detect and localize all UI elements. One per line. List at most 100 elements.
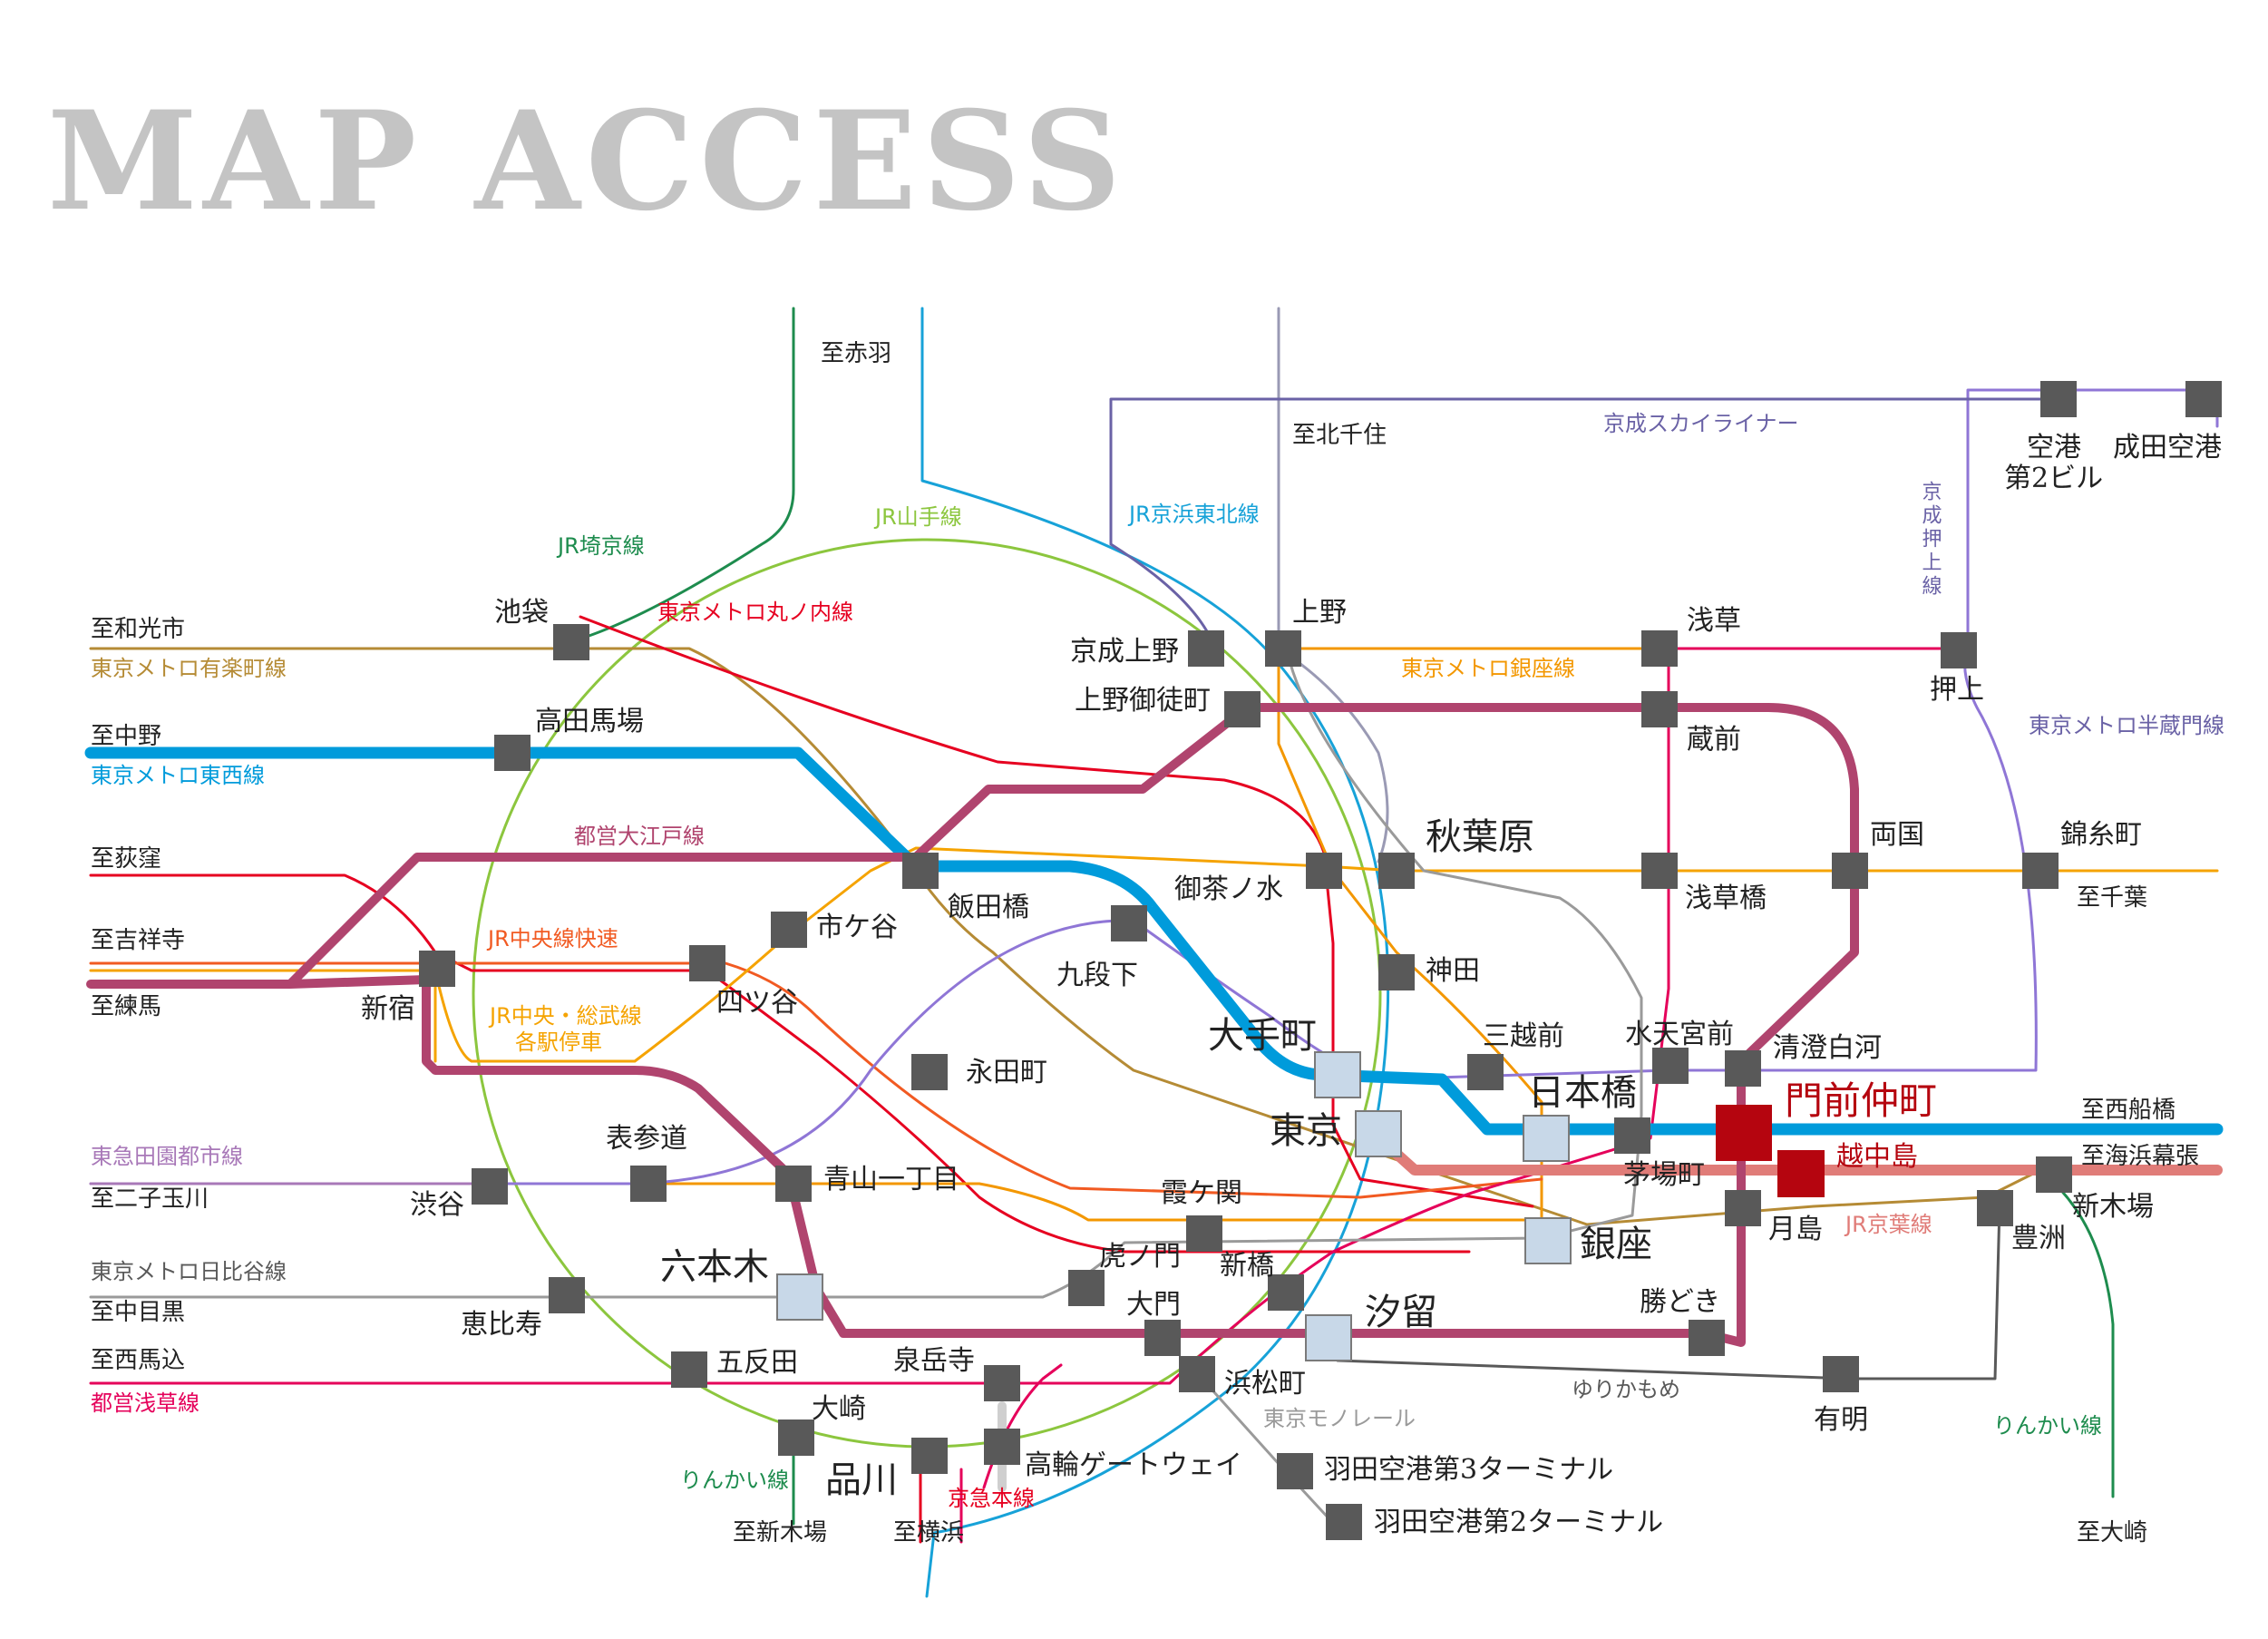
station-ryogoku[interactable]	[1832, 853, 1868, 889]
station-tokyo[interactable]	[1355, 1110, 1402, 1157]
station-hamamatsucho[interactable]	[1179, 1356, 1215, 1392]
dest-kitasenju: 至北千住	[1292, 422, 1387, 449]
station-aoyama[interactable]	[775, 1166, 812, 1202]
name-asakusabashi: 浅草橋	[1685, 883, 1767, 914]
station-etchujima[interactable]	[1777, 1150, 1825, 1197]
station-kinshicho[interactable]	[2022, 853, 2059, 889]
line-jr-chuo-sobu	[89, 846, 2219, 1063]
name-hamamatsucho: 浜松町	[1224, 1368, 1306, 1400]
station-mitsukoshimae[interactable]	[1467, 1054, 1504, 1090]
name-ueno: 上野	[1292, 597, 1347, 629]
station-haneda-t3[interactable]	[1277, 1453, 1313, 1489]
station-oshiage[interactable]	[1941, 632, 1977, 668]
station-haneda-t2[interactable]	[1326, 1504, 1362, 1540]
station-ueno[interactable]	[1265, 630, 1301, 667]
station-nihonbashi[interactable]	[1523, 1115, 1570, 1162]
dest-shinkiba: 至新木場	[733, 1519, 827, 1546]
line-hibiya	[89, 651, 1643, 1299]
name-kayabacho: 茅場町	[1623, 1159, 1705, 1191]
name-shinbashi: 新橋	[1220, 1250, 1274, 1282]
major-stations-layer	[776, 1051, 1572, 1361]
station-shiodome[interactable]	[1305, 1314, 1352, 1361]
line-jr-joban	[1277, 307, 1389, 863]
name-gotanda: 五反田	[716, 1347, 798, 1379]
dest-nakano: 至中野	[91, 723, 161, 750]
station-keiseiueno[interactable]	[1188, 630, 1224, 667]
line-yurikamome	[1336, 1205, 2001, 1380]
station-monzen-nakacho[interactable]	[1716, 1105, 1772, 1161]
station-gotanda[interactable]	[671, 1351, 707, 1388]
station-nagatacho[interactable]	[911, 1054, 948, 1090]
station-akihabara[interactable]	[1378, 853, 1415, 889]
station-ginza[interactable]	[1524, 1217, 1572, 1264]
dest-yokohama: 至横浜	[893, 1519, 964, 1546]
station-asakusabashi[interactable]	[1641, 853, 1678, 889]
station-roppongi[interactable]	[776, 1273, 823, 1321]
label-jr-chuo-sobu: JR中央・総武線	[488, 1003, 642, 1029]
name-iidabashi: 飯田橋	[948, 892, 1029, 923]
name-daimon: 大門	[1126, 1289, 1181, 1321]
label-jr-keihin-tohoku: JR京浜東北線	[1127, 502, 1260, 527]
name-kinshicho: 錦糸町	[2060, 819, 2142, 851]
station-toyosu[interactable]	[1977, 1190, 2013, 1226]
dest-kichijoji: 至吉祥寺	[91, 927, 185, 954]
label-rinkai-left: りんかい線	[680, 1468, 789, 1493]
label-jr-keiyo: JR京葉線	[1844, 1212, 1932, 1237]
name-omotesando: 表参道	[606, 1123, 687, 1155]
station-shinkiba[interactable]	[2036, 1156, 2072, 1193]
line-hanzomon	[89, 388, 2219, 1185]
name-ariake: 有明	[1814, 1404, 1868, 1436]
station-suitengumae[interactable]	[1652, 1048, 1689, 1084]
station-takanawa[interactable]	[984, 1429, 1020, 1465]
label-jr-saikyo: JR埼京線	[556, 533, 645, 559]
name-shibuya: 渋谷	[410, 1189, 464, 1221]
station-shinagawa[interactable]	[911, 1438, 948, 1474]
station-takadanobaba[interactable]	[494, 735, 530, 771]
station-iidabashi[interactable]	[902, 853, 939, 889]
station-kachidoki[interactable]	[1689, 1320, 1725, 1356]
station-airport-t2[interactable]	[2040, 381, 2077, 417]
station-shinjuku[interactable]	[419, 951, 455, 987]
name-uenookachimachi: 上野御徒町	[1075, 685, 1211, 717]
station-daimon[interactable]	[1144, 1320, 1181, 1356]
label-asakusa-line: 都営浅草線	[91, 1390, 200, 1416]
station-ochanomizu[interactable]	[1306, 853, 1342, 889]
name-toranomon: 虎ノ門	[1099, 1241, 1181, 1273]
line-jr-chuo-rapid	[89, 961, 1543, 1199]
station-otemachi[interactable]	[1314, 1051, 1361, 1098]
station-ikebukuro[interactable]	[553, 624, 589, 660]
label-tozai: 東京メトロ東西線	[91, 763, 265, 788]
station-kayabacho[interactable]	[1614, 1117, 1650, 1154]
station-shinbashi[interactable]	[1268, 1274, 1304, 1311]
name-keiseiueno: 京成上野	[1070, 636, 1179, 668]
station-kudanshita[interactable]	[1111, 905, 1147, 941]
name-shiodome: 汐留	[1365, 1292, 1437, 1333]
station-kasumigaseki[interactable]	[1186, 1215, 1222, 1252]
station-ariake[interactable]	[1823, 1356, 1859, 1392]
name-ginza: 銀座	[1580, 1224, 1652, 1265]
name-takadanobaba: 高田馬場	[535, 706, 644, 737]
name-ichigaya: 市ケ谷	[816, 912, 898, 943]
name-nihonbashi: 日本橋	[1528, 1072, 1637, 1114]
station-toranomon[interactable]	[1068, 1270, 1105, 1306]
station-kuramae[interactable]	[1641, 691, 1678, 727]
station-yotsuya[interactable]	[689, 945, 725, 981]
station-ebisu[interactable]	[549, 1277, 585, 1313]
label-hibiya: 東京メトロ日比谷線	[91, 1259, 287, 1284]
station-uenookachimachi[interactable]	[1224, 691, 1261, 727]
dest-nerima: 至練馬	[91, 993, 161, 1020]
station-asakusa[interactable]	[1641, 630, 1678, 667]
dest-ogikubo: 至荻窪	[91, 845, 161, 873]
station-omotesando[interactable]	[630, 1166, 667, 1202]
station-shibuya[interactable]	[472, 1168, 508, 1205]
dest-nishimagome: 至西馬込	[91, 1347, 185, 1374]
station-tsukishima[interactable]	[1725, 1190, 1761, 1226]
station-kiyosumi[interactable]	[1725, 1050, 1761, 1087]
station-kanda[interactable]	[1378, 954, 1415, 990]
station-narita[interactable]	[2185, 381, 2222, 417]
station-sengakuji[interactable]	[984, 1365, 1020, 1401]
station-ichigaya[interactable]	[771, 912, 807, 948]
label-ginza-line: 東京メトロ銀座線	[1401, 656, 1575, 681]
station-osaki[interactable]	[778, 1419, 814, 1456]
name-asakusa: 浅草	[1687, 605, 1741, 637]
